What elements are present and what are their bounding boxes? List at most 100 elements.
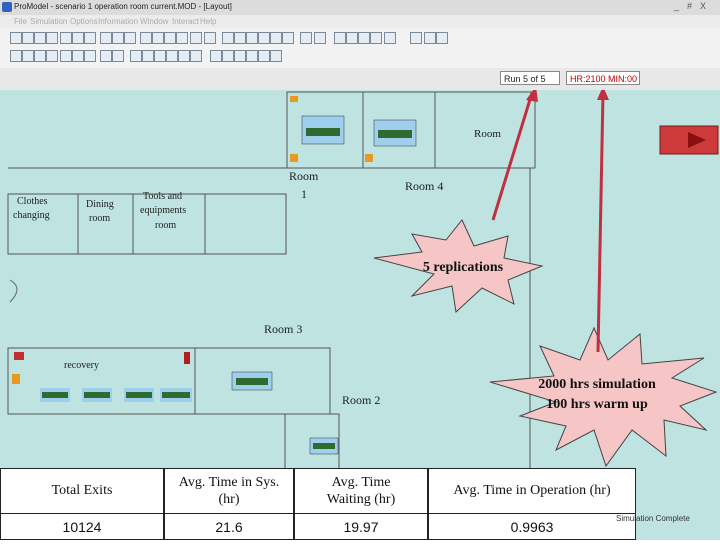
toolbar-tool-icon[interactable]	[112, 50, 124, 62]
menu-simulation[interactable]: Simulation	[30, 17, 68, 26]
layout-canvas[interactable]: Room Room 1 Room 4 Clothes changing Dini…	[0, 86, 720, 540]
toolbar-tool-icon[interactable]	[222, 32, 234, 44]
toolbar-tool-icon[interactable]	[46, 32, 58, 44]
simulation-callout	[489, 326, 718, 468]
toolbar-tool-icon[interactable]	[234, 32, 246, 44]
arrowhead-icon	[597, 86, 609, 100]
toolbar-tool-icon[interactable]	[410, 32, 422, 44]
toolbar-tool-icon[interactable]	[154, 50, 166, 62]
operating-table	[301, 115, 345, 145]
tools-room-label: room	[155, 220, 176, 231]
toolbar-tool-icon[interactable]	[176, 32, 188, 44]
toolbar-tool-icon[interactable]	[424, 32, 436, 44]
menu-help[interactable]: Help	[200, 17, 217, 26]
arrow-to-clock	[596, 92, 605, 353]
menu-file[interactable]: File	[14, 17, 27, 26]
header-total-exits: Total Exits	[0, 468, 164, 514]
value-total-exits: 10124	[0, 514, 164, 540]
equipment-icon	[290, 96, 298, 102]
toolbar-tool-icon[interactable]	[72, 32, 84, 44]
play-arrow-icon	[688, 132, 706, 148]
title-bar: ProModel - scenario 1 operation room cur…	[0, 0, 720, 15]
simulation-clock: HR:2100 MIN:00	[566, 71, 640, 85]
toolbar-tool-icon[interactable]	[22, 50, 34, 62]
toolbar-tool-icon[interactable]	[22, 32, 34, 44]
toolbar-tool-icon[interactable]	[314, 32, 326, 44]
menu-interact[interactable]: Interact	[172, 17, 199, 26]
operating-table	[373, 119, 417, 147]
value-avg-time-waiting: 19.97	[294, 514, 428, 540]
value-avg-time-sys: 21.6	[164, 514, 294, 540]
toolbar-tool-icon[interactable]	[10, 32, 22, 44]
toolbar-tool-icon[interactable]	[72, 50, 84, 62]
toolbar-tool-icon[interactable]	[282, 32, 294, 44]
equipment-icon	[12, 374, 20, 384]
toolbar-tool-icon[interactable]	[112, 32, 124, 44]
toolbar-tool-icon[interactable]	[60, 32, 72, 44]
toolbar-tool-icon[interactable]	[46, 50, 58, 62]
toolbar-tool-icon[interactable]	[258, 32, 270, 44]
toolbar-tool-icon[interactable]	[270, 32, 282, 44]
toolbar-tool-icon[interactable]	[358, 32, 370, 44]
menu-options[interactable]: Options	[70, 17, 98, 26]
dining-room-label: room	[89, 213, 110, 224]
toolbar-tool-icon[interactable]	[190, 32, 202, 44]
menu-window[interactable]: Window	[140, 17, 169, 26]
toolbar-tool-icon[interactable]	[210, 50, 222, 62]
toolbar-tool-icon[interactable]	[10, 50, 22, 62]
toolbar-tool-icon[interactable]	[152, 32, 164, 44]
minimize-button[interactable]: _	[673, 1, 687, 11]
toolbar-tool-icon[interactable]	[130, 50, 142, 62]
header-avg-time-sys: Avg. Time in Sys. (hr)	[164, 468, 294, 514]
toolbar-tool-icon[interactable]	[346, 32, 358, 44]
tools-room-label: equipments	[140, 205, 186, 216]
toolbar-tool-icon[interactable]	[100, 32, 112, 44]
toolbar-tool-icon[interactable]	[258, 50, 270, 62]
toolbar-tool-icon[interactable]	[370, 32, 382, 44]
toolbar-tool-icon[interactable]	[166, 50, 178, 62]
menu-information[interactable]: Information	[98, 17, 139, 26]
window-title: ProModel - scenario 1 operation room cur…	[14, 2, 232, 11]
toolbar-tool-icon[interactable]	[436, 32, 448, 44]
toolbar-tool-icon[interactable]	[164, 32, 176, 44]
toolbar-tool-icon[interactable]	[204, 32, 216, 44]
close-button[interactable]: X	[699, 1, 714, 11]
maximize-button[interactable]: #	[686, 1, 700, 11]
equipment-icon	[290, 154, 298, 162]
toolbar-tool-icon[interactable]	[334, 32, 346, 44]
window-controls[interactable]: _#X	[674, 1, 714, 11]
toolbar-tool-icon[interactable]	[124, 32, 136, 44]
toolbar-tool-icon[interactable]	[190, 50, 202, 62]
toolbar-tool-icon[interactable]	[246, 32, 258, 44]
left-room-block	[7, 193, 287, 255]
run-counter: Run 5 of 5	[500, 71, 560, 85]
toolbar-tool-icon[interactable]	[270, 50, 282, 62]
recovery-label: recovery	[64, 360, 99, 371]
room4-label: Room 4	[405, 179, 443, 193]
promodel-logo-icon	[2, 2, 12, 12]
toolbar-tool-icon[interactable]	[234, 50, 246, 62]
toolbar-tool-icon[interactable]	[100, 50, 112, 62]
toolbar-tool-icon[interactable]	[84, 50, 96, 62]
room-label: Room	[474, 128, 501, 140]
toolbar-tool-icon[interactable]	[34, 50, 46, 62]
equipment-icon	[184, 352, 190, 364]
toolbar-tool-icon[interactable]	[84, 32, 96, 44]
toolbar-tool-icon[interactable]	[34, 32, 46, 44]
toolbar-tool-icon[interactable]	[178, 50, 190, 62]
toolbar-tool-icon[interactable]	[384, 32, 396, 44]
menu-bar: File Simulation Options Information Wind…	[0, 15, 720, 28]
arrow-to-run-counter	[491, 92, 534, 221]
recovery-bed	[160, 388, 192, 402]
door-arc-icon	[9, 279, 18, 303]
toolbar-tool-icon[interactable]	[222, 50, 234, 62]
toolbar-tool-icon[interactable]	[246, 50, 258, 62]
toolbar-tool-icon[interactable]	[60, 50, 72, 62]
toolbar-tool-icon[interactable]	[142, 50, 154, 62]
clothes-changing-label: changing	[13, 210, 50, 221]
operating-table	[309, 437, 339, 455]
replications-text: 5 replications	[423, 260, 504, 275]
clothes-changing-label: Clothes	[17, 196, 48, 207]
toolbar-tool-icon[interactable]	[300, 32, 312, 44]
toolbar-tool-icon[interactable]	[140, 32, 152, 44]
